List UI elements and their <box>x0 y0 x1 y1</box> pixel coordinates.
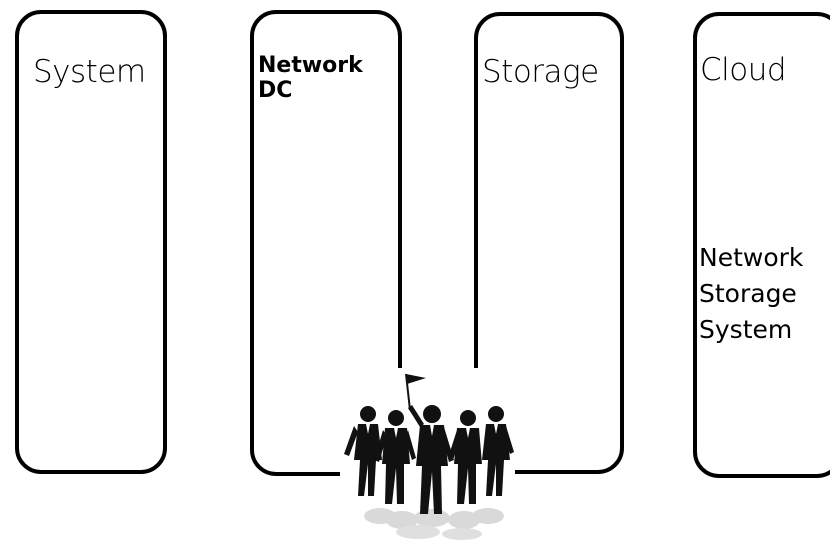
flag-icon <box>405 373 426 411</box>
system-title: System <box>33 54 146 90</box>
cloud-item-storage: Storage <box>699 279 797 308</box>
network-dc-title: Network DC <box>258 53 363 104</box>
cloud-item-system: System <box>699 315 793 344</box>
team-reflection <box>364 508 504 540</box>
cloud-title: Cloud <box>700 52 787 88</box>
cloud-column <box>693 12 830 478</box>
team-leader-with-flag-icon <box>340 368 515 549</box>
shirt-accents <box>366 424 498 438</box>
system-column <box>15 10 167 474</box>
person-4 <box>448 410 482 504</box>
storage-column <box>474 12 624 474</box>
person-2 <box>374 410 416 504</box>
cloud-items-list: Network Storage System <box>699 240 803 348</box>
person-leader <box>408 405 454 514</box>
cloud-item-network: Network <box>699 243 804 272</box>
person-1 <box>344 406 382 496</box>
storage-title: Storage <box>482 54 599 90</box>
person-5 <box>482 406 514 496</box>
network-dc-column <box>250 10 402 476</box>
team-illustration <box>344 373 514 540</box>
